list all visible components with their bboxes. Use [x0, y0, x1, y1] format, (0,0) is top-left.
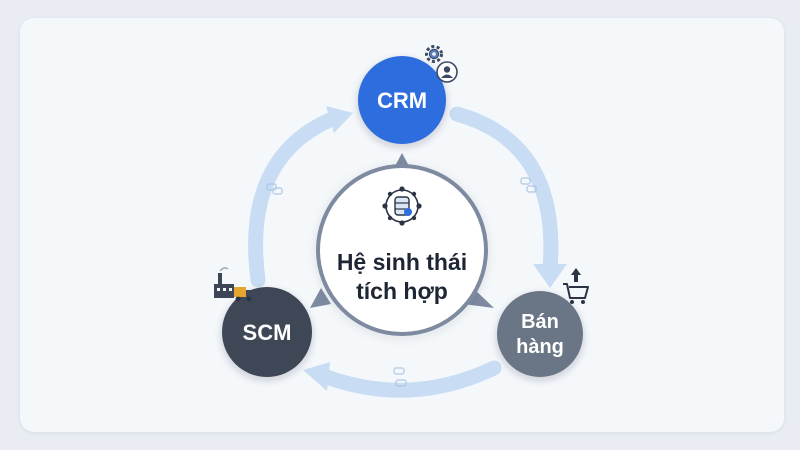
- hub-title-line2: tích hợp: [356, 278, 448, 304]
- crm-circle: [358, 56, 446, 144]
- link-icon: [520, 177, 537, 193]
- diagram-card: Hệ sinh thái tích hợp CRM: [20, 18, 784, 432]
- scm-circle: [222, 287, 312, 377]
- database-network-icon: [382, 186, 422, 226]
- gear-user-icon: [425, 45, 458, 83]
- arrowhead-sales: [533, 264, 567, 288]
- shopping-cart-upload-icon: [563, 268, 589, 304]
- truck-icon: [234, 287, 253, 302]
- arrow-sales-to-scm: [316, 360, 502, 398]
- factory-truck-icon: [214, 267, 253, 302]
- arrowhead-crm: [326, 106, 353, 133]
- sales-circle: [497, 291, 583, 377]
- upload-arrow-icon: [571, 268, 581, 282]
- sales-label-line2: hàng: [516, 336, 564, 358]
- ecosystem-diagram: Hệ sinh thái tích hợp CRM: [214, 45, 589, 398]
- node-sales: Bán hàng: [497, 268, 589, 377]
- factory-icon: [214, 267, 234, 298]
- gear-icon: [425, 45, 443, 63]
- cycle-arrows: [248, 106, 567, 398]
- scm-label: SCM: [243, 320, 292, 345]
- sales-label-line1: Bán: [521, 311, 559, 333]
- arrowhead-scm: [303, 362, 330, 391]
- arrow-crm-to-sales: [449, 106, 559, 276]
- hub-title-line1: Hệ sinh thái: [337, 249, 467, 275]
- node-scm: SCM: [214, 267, 312, 377]
- link-icon: [266, 183, 283, 195]
- arrow-scm-to-crm: [248, 111, 340, 288]
- link-icon: [393, 367, 407, 387]
- cart-icon: [563, 283, 589, 299]
- node-crm: CRM: [358, 45, 458, 144]
- user-icon: [436, 61, 458, 83]
- crm-label: CRM: [377, 88, 427, 113]
- hub: Hệ sinh thái tích hợp: [316, 164, 488, 336]
- pointer-scm: [310, 288, 331, 308]
- hub-circle: [316, 164, 488, 336]
